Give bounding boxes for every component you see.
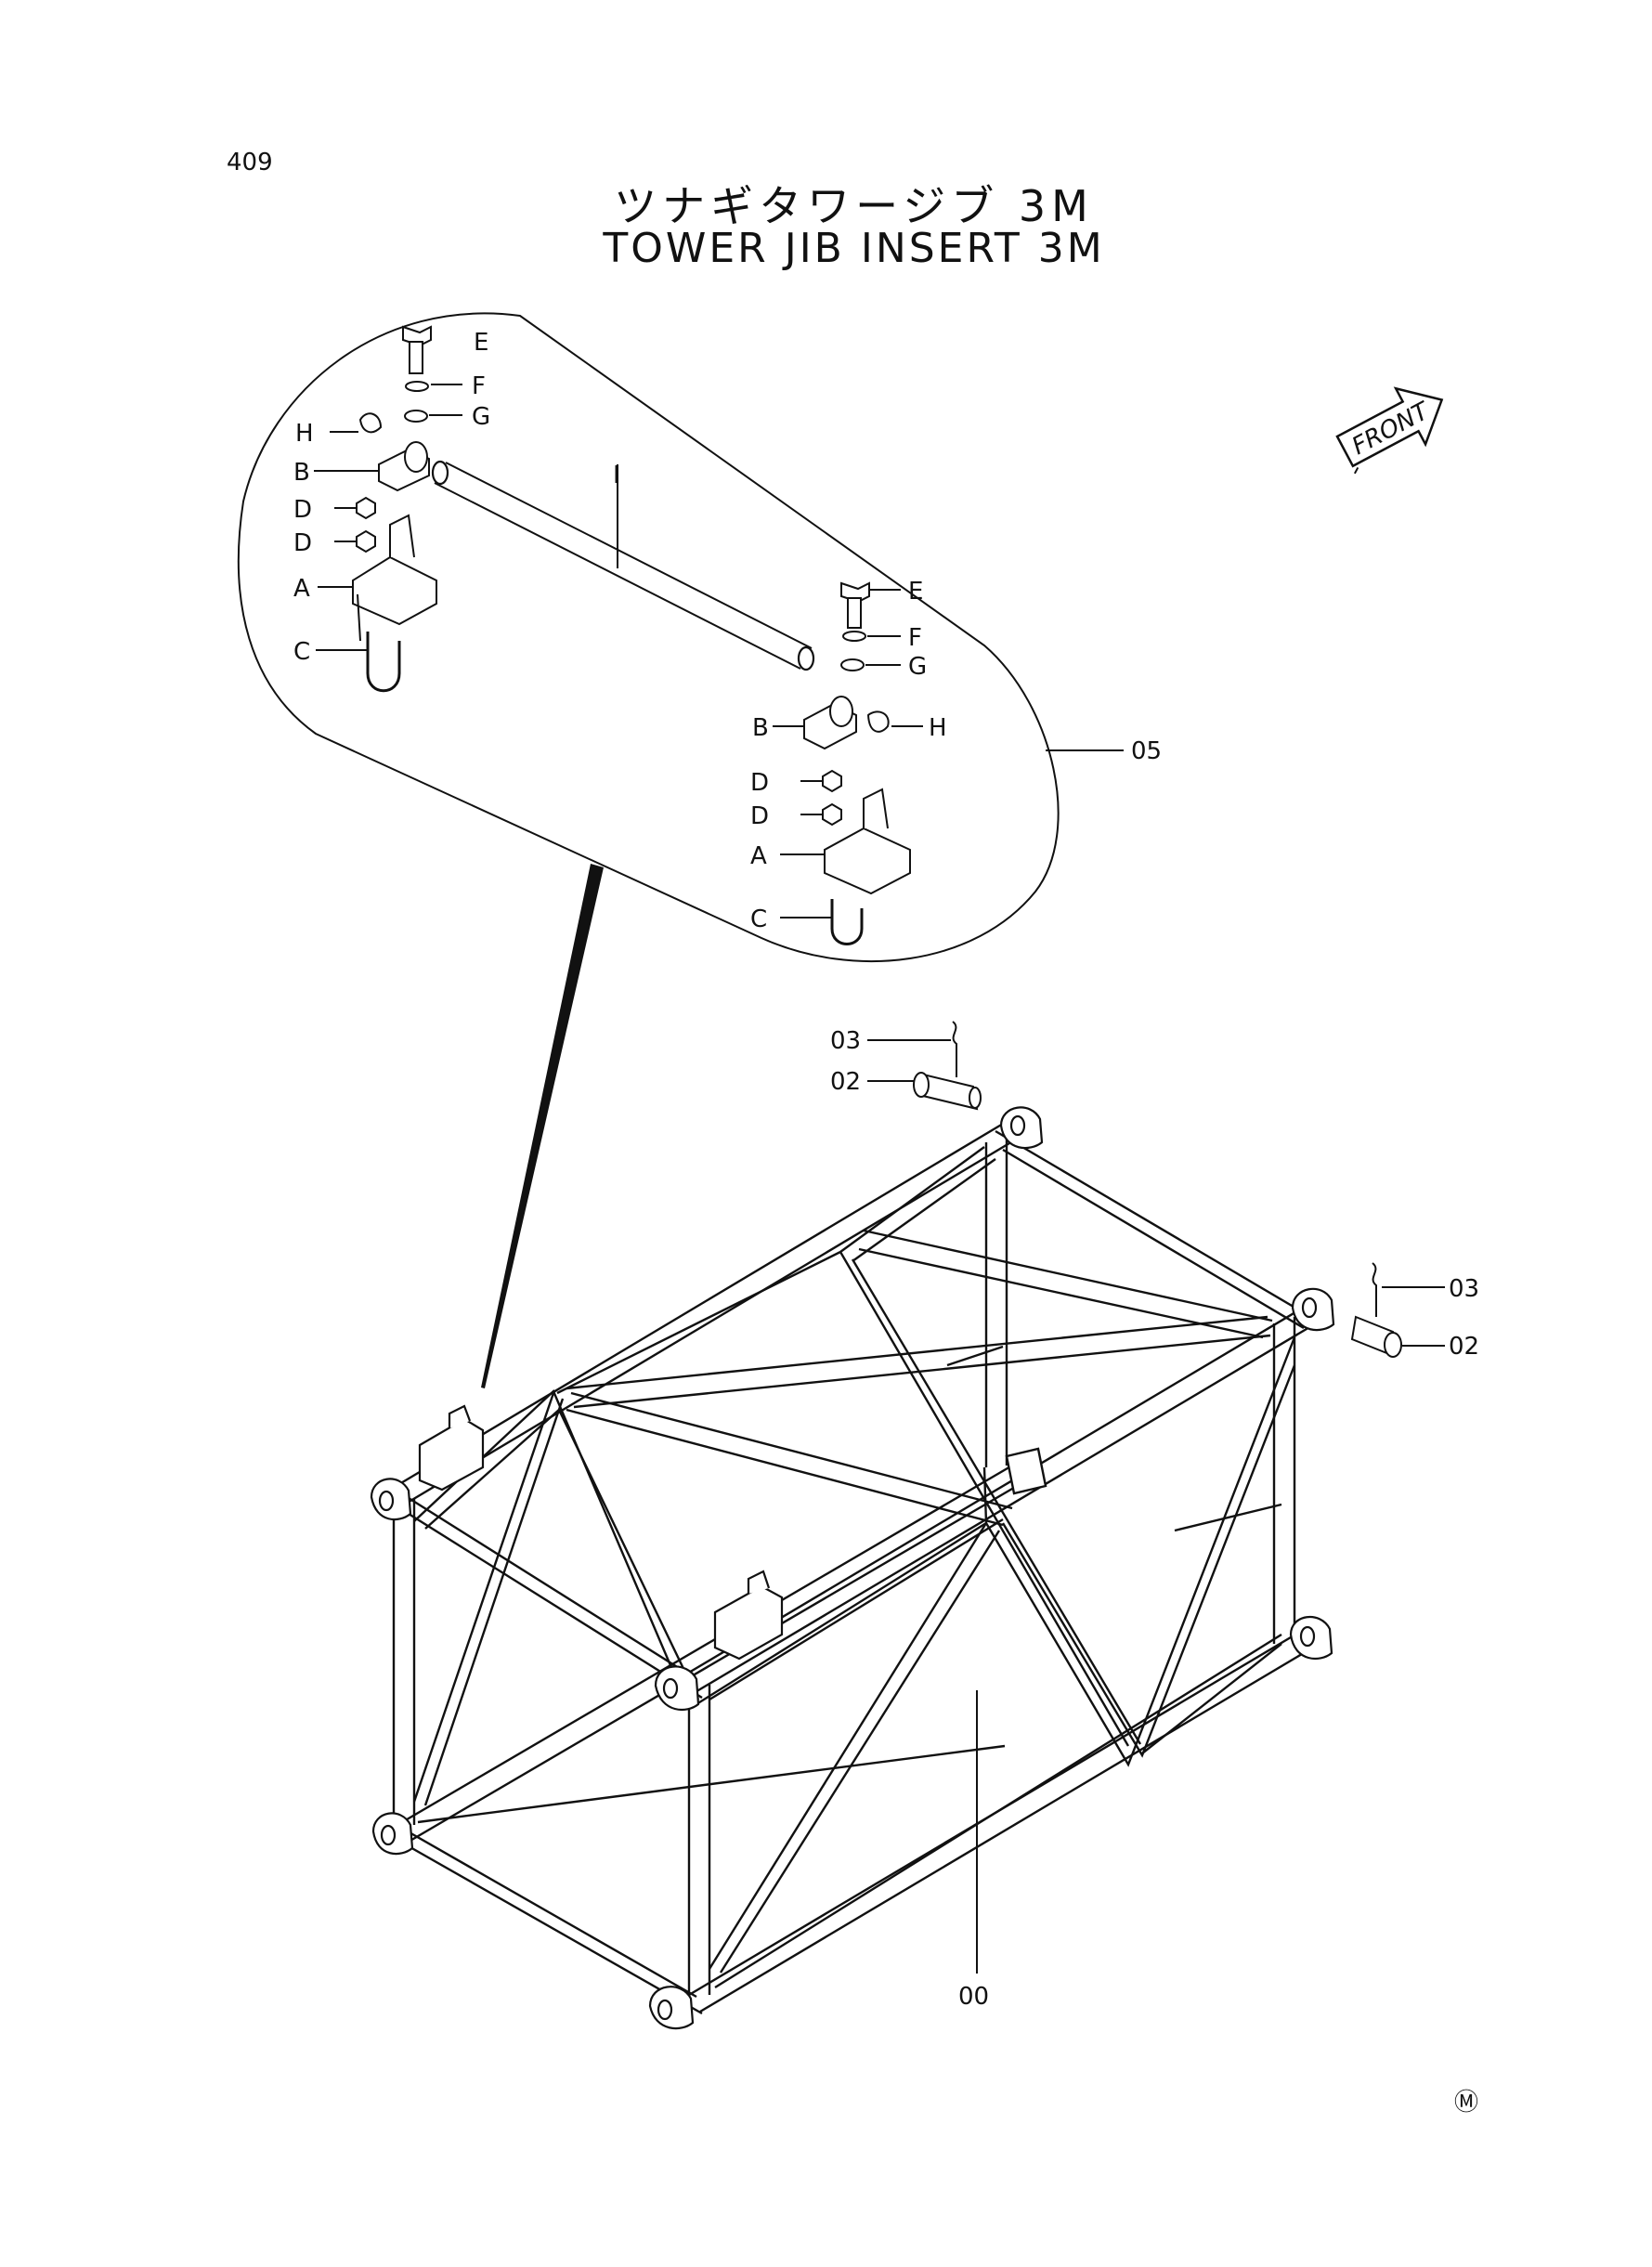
detail-leader (481, 864, 604, 1388)
label-G-upper: G (472, 403, 490, 431)
label-C-upper: C (293, 638, 310, 666)
label-D-2-lower: D (750, 802, 769, 830)
jib-frame-00 (389, 1122, 1312, 2015)
pin-02-upper (913, 1072, 982, 1111)
label-H-upper: H (295, 420, 314, 448)
part-number-03-upper: 03 (830, 1027, 861, 1055)
detail-leader-lines (314, 384, 1124, 919)
spring-washer-F-lower (842, 631, 866, 642)
label-D-2-upper: D (293, 529, 312, 557)
page-number: 409 (227, 149, 273, 176)
label-B-lower: B (752, 714, 769, 742)
bracket-A-lower (824, 788, 911, 895)
label-D-1-upper: D (293, 496, 312, 524)
part-number-02-right: 02 (1449, 1333, 1479, 1361)
label-C-lower: C (750, 905, 767, 933)
label-A-lower: A (750, 842, 767, 870)
label-G-lower: G (908, 653, 927, 681)
label-B-upper: B (293, 459, 310, 487)
pin-leader-lines (867, 1039, 1445, 1974)
nut-D-1-upper (356, 496, 376, 520)
clip-03-right (1372, 1262, 1377, 1317)
washer-G-lower (840, 658, 865, 671)
nut-D-2-lower (822, 802, 842, 827)
u-bolt-C-lower (830, 899, 864, 945)
bolt-E-upper (402, 325, 432, 374)
assembled-shaft-brackets (418, 1404, 784, 1661)
shaft-I (431, 460, 815, 671)
jib-end-lugs (370, 1106, 1335, 2030)
washer-G-upper (404, 410, 428, 423)
label-E-lower: E (908, 578, 923, 606)
snap-ring-H-lower (866, 710, 890, 733)
front-arrow-icon: FRONT (1335, 386, 1444, 475)
bearing-block-B-lower (803, 696, 857, 750)
nut-D-1-lower (822, 769, 842, 793)
page-title: TOWER JIB INSERT 3M (603, 225, 1105, 272)
part-number-00: 00 (958, 1983, 989, 2011)
u-bolt-C-upper (366, 632, 401, 693)
spring-washer-F-upper (405, 381, 429, 392)
bracket-A-upper (352, 514, 437, 642)
part-number-02-upper: 02 (830, 1068, 861, 1096)
bearing-block-B-upper (378, 441, 430, 492)
pin-02-right (1350, 1315, 1402, 1358)
detail-callout-outline (237, 312, 1060, 963)
label-A-upper: A (293, 575, 310, 603)
label-F-lower: F (908, 624, 922, 652)
label-I: I (613, 462, 620, 489)
clip-03-upper (952, 1021, 957, 1077)
label-F-upper: F (472, 372, 486, 400)
part-number-05: 05 (1131, 737, 1162, 765)
part-number-03-right: 03 (1449, 1275, 1479, 1303)
snap-ring-H-upper (358, 412, 383, 434)
page-title-japanese: ツナギタワージブ 3M (614, 181, 1094, 231)
nut-D-2-upper (356, 529, 376, 554)
bolt-E-lower (840, 581, 870, 629)
m-mark: Ⓜ (1454, 2089, 1478, 2117)
label-H-lower: H (929, 714, 947, 742)
label-D-1-lower: D (750, 769, 769, 797)
label-E-upper: E (474, 329, 488, 357)
